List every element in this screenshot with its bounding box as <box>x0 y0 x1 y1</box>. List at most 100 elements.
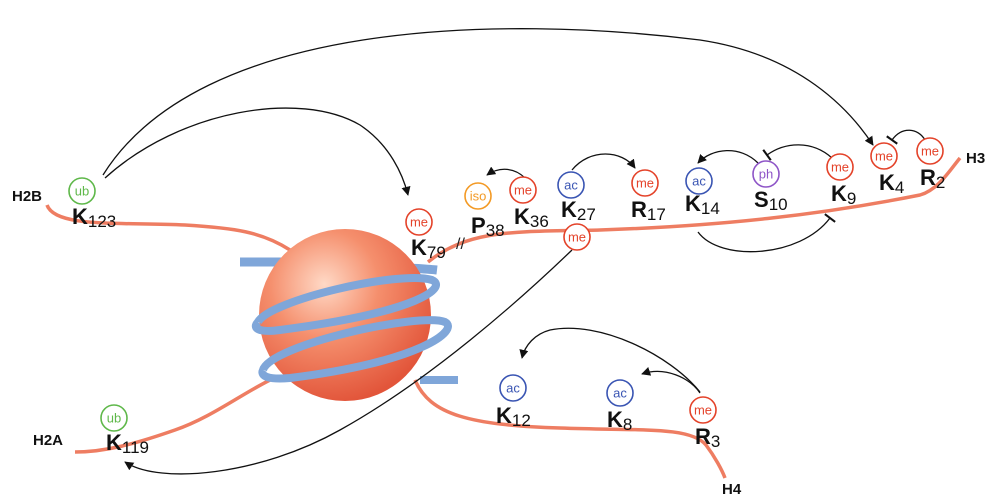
residue-label: P38 <box>471 213 505 240</box>
ph-mark-circle <box>752 160 780 188</box>
me-mark-circle <box>509 176 537 204</box>
residue-label: S10 <box>754 187 788 214</box>
ac-mark-circle <box>557 171 585 199</box>
residue-letter: K <box>106 430 122 455</box>
ub-mark-label: ub <box>75 184 89 199</box>
residue-letter: K <box>496 403 512 428</box>
residue-number: 36 <box>530 212 549 231</box>
residue-number: 119 <box>122 438 149 457</box>
residue-number: 12 <box>512 411 531 430</box>
residue-label: K36 <box>514 204 549 231</box>
residue-number: 4 <box>895 178 904 197</box>
me-mark-circle <box>563 223 591 251</box>
tail-break-separator: // <box>456 236 465 253</box>
residue-letter: K <box>411 235 427 260</box>
ub-mark-circle <box>68 177 96 205</box>
h2a-tail <box>74 378 271 454</box>
me-mark-label: me <box>694 403 712 418</box>
residue-number: 10 <box>769 195 788 214</box>
residue-number: 2 <box>936 173 945 192</box>
mark-h3-k27-me-bubble: me <box>563 223 591 251</box>
residue-letter: R <box>695 424 711 449</box>
residue-label: K123 <box>72 204 116 231</box>
residue-number: 123 <box>88 212 116 231</box>
me-mark-circle <box>631 169 659 197</box>
inhibit-k9-to-s10 <box>762 144 833 161</box>
residue-number: 27 <box>577 205 596 224</box>
residue-letter: K <box>685 191 701 216</box>
ub-mark-label: ub <box>107 411 121 426</box>
h4-label: H4 <box>722 481 742 497</box>
residue-label: R17 <box>631 197 666 224</box>
residue-label: K79 <box>411 235 446 262</box>
h3-tail <box>426 156 962 264</box>
residue-number: 17 <box>647 205 666 224</box>
residue-letter: R <box>920 165 936 190</box>
me-mark-label: me <box>410 215 428 230</box>
inhibit-r2-to-k4 <box>886 129 926 145</box>
ac-mark-label: ac <box>506 381 520 396</box>
dna-wrap-upper <box>251 274 440 335</box>
residue-label: R3 <box>695 424 720 451</box>
residue-letter: K <box>879 170 895 195</box>
h3-label: H3 <box>966 150 985 167</box>
arrow-k27me-to-h2ak119 <box>124 249 573 475</box>
residue-letter: K <box>831 181 847 206</box>
residue-letter: K <box>72 204 88 229</box>
residue-number: 3 <box>711 432 720 451</box>
me-mark-label: me <box>831 160 849 175</box>
dna-wrap-lower <box>258 316 452 383</box>
me-mark-label: me <box>875 149 893 164</box>
h2b-tail <box>45 204 291 252</box>
me-mark-circle <box>689 396 717 424</box>
ac-mark-label: ac <box>692 174 706 189</box>
ac-mark-circle <box>685 167 713 195</box>
me-mark-circle <box>826 153 854 181</box>
ac-mark-circle <box>606 379 634 407</box>
me-mark-circle <box>870 142 898 170</box>
residue-label: K14 <box>685 191 720 218</box>
iso-mark-circle <box>464 182 492 210</box>
h4-tail <box>413 379 727 479</box>
ub-mark-circle <box>100 404 128 432</box>
residue-number: 38 <box>486 221 505 240</box>
residue-number: 79 <box>427 243 446 262</box>
residue-letter: P <box>471 213 486 238</box>
histone-tails <box>45 156 962 479</box>
residue-letter: K <box>561 197 577 222</box>
me-mark-circle <box>916 137 944 165</box>
arrow-h2bk123-to-k79 <box>104 107 411 196</box>
ac-mark-circle <box>499 374 527 402</box>
residue-letter: S <box>754 187 769 212</box>
arrow-r3-to-k12 <box>519 327 701 393</box>
me-mark-label: me <box>568 230 586 245</box>
residue-label: K119 <box>106 430 149 457</box>
me-mark-label: me <box>514 183 532 198</box>
iso-mark-label: iso <box>470 189 487 204</box>
residue-label: K12 <box>496 403 531 430</box>
residue-letter: K <box>607 407 623 432</box>
residue-label: K4 <box>879 170 904 197</box>
inhibit-k14-to-k9 <box>697 213 836 253</box>
crosstalk-arrows <box>102 28 926 475</box>
residue-letter: R <box>631 197 647 222</box>
residue-letter: K <box>514 204 530 229</box>
me-mark-label: me <box>636 176 654 191</box>
ac-mark-label: ac <box>613 386 627 401</box>
ph-mark-label: ph <box>759 167 773 182</box>
residue-number: 8 <box>623 415 632 434</box>
arrow-h2bk123-to-k4 <box>102 28 874 176</box>
